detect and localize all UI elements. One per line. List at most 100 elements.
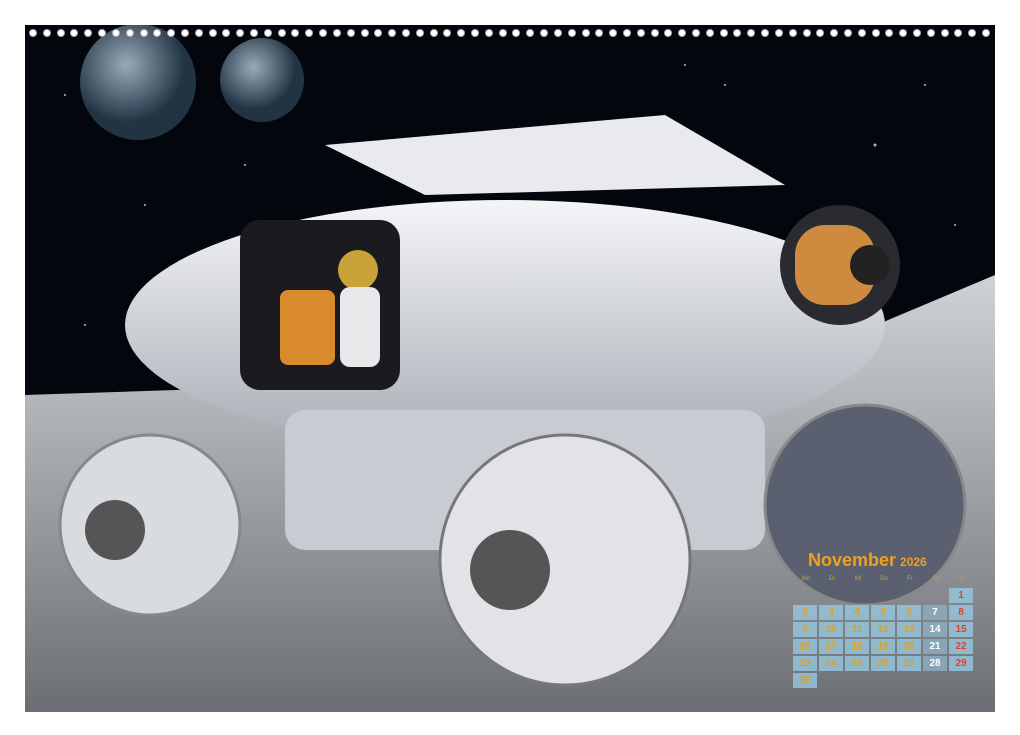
binding-ring <box>70 29 79 37</box>
binding-ring <box>609 29 618 37</box>
binding-ring <box>208 29 217 37</box>
day-cell: 22 <box>949 639 973 654</box>
binding-ring <box>346 29 355 37</box>
weekday-label: Fr <box>907 576 913 582</box>
binding-ring <box>236 29 245 37</box>
month-name: November <box>808 550 897 570</box>
binding-ring <box>222 29 231 37</box>
binding-ring <box>401 29 410 37</box>
binding-ring <box>498 29 507 37</box>
day-cell: 7 <box>923 605 947 620</box>
rover-illustration <box>25 25 995 712</box>
day-cell: 20 <box>897 639 921 654</box>
binding-ring <box>802 29 811 37</box>
binding-ring <box>471 29 479 37</box>
empty-cell <box>845 588 869 603</box>
binding-ring <box>636 29 645 37</box>
binding-ring <box>194 29 203 37</box>
binding-ring <box>167 29 176 37</box>
day-cell: 1 <box>949 588 973 603</box>
binding-ring <box>42 29 51 37</box>
day-cell: 6 <box>897 605 921 620</box>
weekday-label: Do <box>880 576 888 582</box>
binding-ring <box>843 29 852 37</box>
binding-ring <box>98 29 107 37</box>
spiral-binding <box>25 29 995 41</box>
day-cell: 5 <box>871 605 895 620</box>
day-cell: 4 <box>845 605 869 620</box>
binding-ring <box>830 29 839 37</box>
binding-ring <box>277 29 286 37</box>
weekday-label: Sa <box>932 576 940 582</box>
binding-ring <box>250 29 258 37</box>
day-cell: 25 <box>845 656 869 671</box>
binding-ring <box>388 29 397 37</box>
day-cell: 29 <box>949 656 973 671</box>
empty-cell <box>793 588 817 603</box>
binding-ring <box>540 29 549 37</box>
calendar-photo-moon-rover <box>25 25 995 712</box>
binding-ring <box>291 29 300 37</box>
binding-ring <box>816 29 825 37</box>
binding-ring <box>650 29 659 37</box>
day-cell: 18 <box>845 639 869 654</box>
binding-ring <box>871 29 880 37</box>
binding-ring <box>747 29 756 37</box>
day-cell: 8 <box>949 605 973 620</box>
day-cell: 30 <box>793 673 817 688</box>
weekday-label: So <box>958 576 966 582</box>
binding-ring <box>982 29 991 37</box>
binding-ring <box>940 29 949 37</box>
binding-ring <box>581 29 590 37</box>
year: 2026 <box>900 555 927 569</box>
binding-ring <box>553 29 562 37</box>
binding-ring <box>125 29 134 37</box>
empty-cell <box>871 588 895 603</box>
binding-ring <box>692 29 700 37</box>
binding-ring <box>719 29 728 37</box>
binding-ring <box>526 29 535 37</box>
binding-ring <box>484 29 493 37</box>
binding-ring <box>263 29 272 37</box>
binding-ring <box>678 29 687 37</box>
day-cell: 28 <box>923 656 947 671</box>
binding-ring <box>56 29 65 37</box>
binding-ring <box>305 29 314 37</box>
binding-ring <box>761 29 770 37</box>
day-cell: 21 <box>923 639 947 654</box>
day-cell: 27 <box>897 656 921 671</box>
binding-ring <box>857 29 866 37</box>
binding-ring <box>139 29 148 37</box>
binding-ring <box>774 29 783 37</box>
binding-ring <box>664 29 673 37</box>
day-cell: 13 <box>897 622 921 637</box>
binding-ring <box>899 29 908 37</box>
day-cell: 2 <box>793 605 817 620</box>
binding-ring <box>512 29 521 37</box>
day-cell: 23 <box>793 656 817 671</box>
weekday-label: Mi <box>854 576 862 582</box>
empty-cell <box>923 588 947 603</box>
binding-ring <box>968 29 977 37</box>
binding-ring <box>180 29 189 37</box>
day-cell: 10 <box>819 622 843 637</box>
binding-ring <box>374 29 383 37</box>
day-cell: 3 <box>819 605 843 620</box>
day-cell: 9 <box>793 622 817 637</box>
empty-cell <box>819 588 843 603</box>
binding-ring <box>788 29 797 37</box>
binding-ring <box>595 29 604 37</box>
binding-ring <box>415 29 424 37</box>
day-cell: 19 <box>871 639 895 654</box>
day-cell: 16 <box>793 639 817 654</box>
binding-ring <box>926 29 935 37</box>
binding-ring <box>457 29 466 37</box>
weekday-label: Di <box>829 576 835 582</box>
binding-ring <box>885 29 894 37</box>
binding-ring <box>913 29 921 37</box>
binding-ring <box>153 29 162 37</box>
binding-ring <box>360 29 369 37</box>
